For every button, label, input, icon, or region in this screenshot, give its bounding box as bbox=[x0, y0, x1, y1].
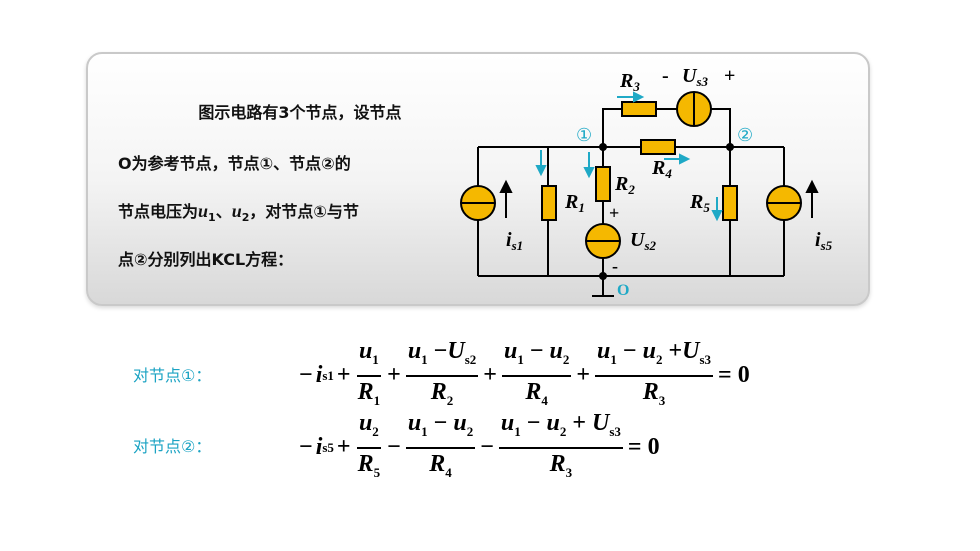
node-o-dot bbox=[599, 272, 607, 280]
source-arrows bbox=[499, 179, 819, 218]
resistor-r4 bbox=[640, 139, 676, 155]
us3-plus: + bbox=[724, 65, 735, 87]
r1-label: R1 bbox=[564, 191, 585, 215]
us2-label: Us2 bbox=[630, 229, 657, 253]
r2-label: R2 bbox=[614, 173, 635, 197]
resistor-r5 bbox=[722, 185, 738, 221]
node-1-label: ① bbox=[576, 125, 592, 146]
is5-label: is5 bbox=[815, 229, 833, 253]
node-2-label: ② bbox=[737, 125, 753, 146]
reference-arrows bbox=[535, 91, 723, 222]
r3-label: R3 bbox=[619, 70, 640, 94]
node-o-label: O bbox=[617, 282, 629, 299]
us2-plus: + bbox=[609, 203, 619, 223]
resistor-r1 bbox=[541, 185, 557, 221]
description-line-4: 点②分别列出KCL方程： bbox=[118, 250, 294, 269]
node-1-dot bbox=[599, 143, 607, 151]
equation-node-2-label: 对节点②： bbox=[133, 437, 212, 456]
resistor-r3 bbox=[621, 101, 657, 117]
r4-label: R4 bbox=[651, 157, 672, 181]
description-line-1: 图示电路有3个节点，设节点 bbox=[198, 103, 402, 122]
description-line-3: 节点电压为u1、u2，对节点①与节 bbox=[118, 201, 359, 225]
r5-label: R5 bbox=[689, 191, 710, 215]
description-line-2: O为参考节点，节点①、节点②的 bbox=[118, 154, 351, 173]
is1-label: is1 bbox=[506, 229, 523, 253]
us3-minus: - bbox=[662, 65, 669, 87]
equation-node-1-label: 对节点①： bbox=[133, 366, 212, 385]
us2-minus: - bbox=[612, 256, 618, 276]
resistor-r2 bbox=[595, 166, 611, 202]
node-2-dot bbox=[726, 143, 734, 151]
us3-label: Us3 bbox=[682, 65, 709, 89]
